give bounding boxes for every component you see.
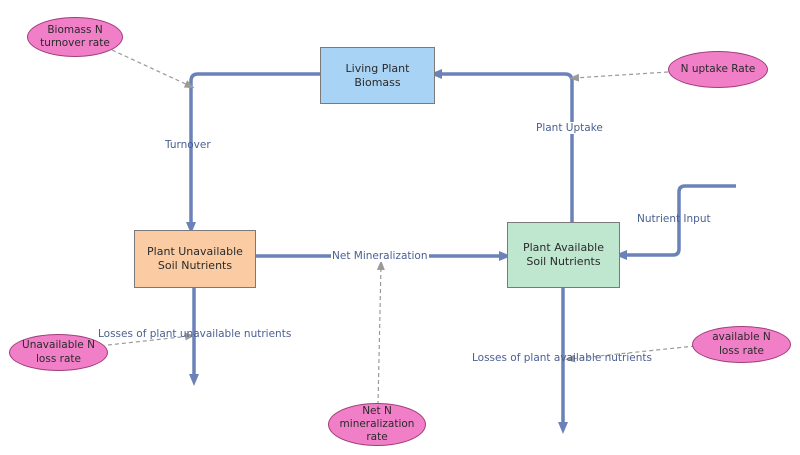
link-net-mineralization-rate (376, 260, 385, 406)
unavailable-n-loss-rate-label: Unavailable N loss rate (22, 339, 95, 365)
plant-uptake-label: Plant Uptake (535, 122, 604, 134)
plant-uptake-flow (430, 69, 574, 222)
plant-unavailable-soil-nutrients-label: Plant Unavailable Soil Nutrients (147, 245, 243, 272)
plant-available-soil-nutrients-stock[interactable]: Plant Available Soil Nutrients (507, 222, 620, 288)
net-mineralization-label: Net Mineralization (331, 250, 429, 262)
net-n-mineralization-rate-label: Net N mineralization rate (339, 404, 415, 444)
turnover-flow (186, 72, 320, 234)
plant-available-soil-nutrients-label: Plant Available Soil Nutrients (522, 241, 604, 268)
net-n-mineralization-rate-parameter[interactable]: Net N mineralization rate (328, 403, 426, 446)
living-plant-biomass-label: Living Plant Biomass (345, 61, 410, 89)
nutrient-input-flow (615, 184, 736, 260)
living-plant-biomass-stock[interactable]: Living Plant Biomass (320, 47, 435, 104)
losses-available-label: Losses of plant available nutrients (472, 352, 652, 364)
available-n-loss-rate-parameter[interactable]: available N loss rate (692, 326, 791, 363)
losses-unavailable-label: Losses of plant unavailable nutrients (98, 328, 292, 340)
n-uptake-rate-parameter[interactable]: N uptake Rate (668, 51, 768, 88)
available-n-loss-rate-label: available N loss rate (712, 331, 771, 357)
turnover-label: Turnover (165, 139, 211, 151)
plant-unavailable-soil-nutrients-stock[interactable]: Plant Unavailable Soil Nutrients (134, 230, 256, 288)
link-biomass-turnover-rate (111, 49, 195, 89)
biomass-n-turnover-rate-parameter[interactable]: Biomass N turnover rate (27, 17, 123, 57)
n-uptake-rate-label: N uptake Rate (680, 62, 756, 75)
nutrient-input-label: Nutrient Input (637, 213, 711, 225)
biomass-n-turnover-rate-label: Biomass N turnover rate (40, 23, 110, 49)
unavailable-n-loss-rate-parameter[interactable]: Unavailable N loss rate (9, 334, 108, 371)
link-uptake-rate (569, 71, 669, 82)
